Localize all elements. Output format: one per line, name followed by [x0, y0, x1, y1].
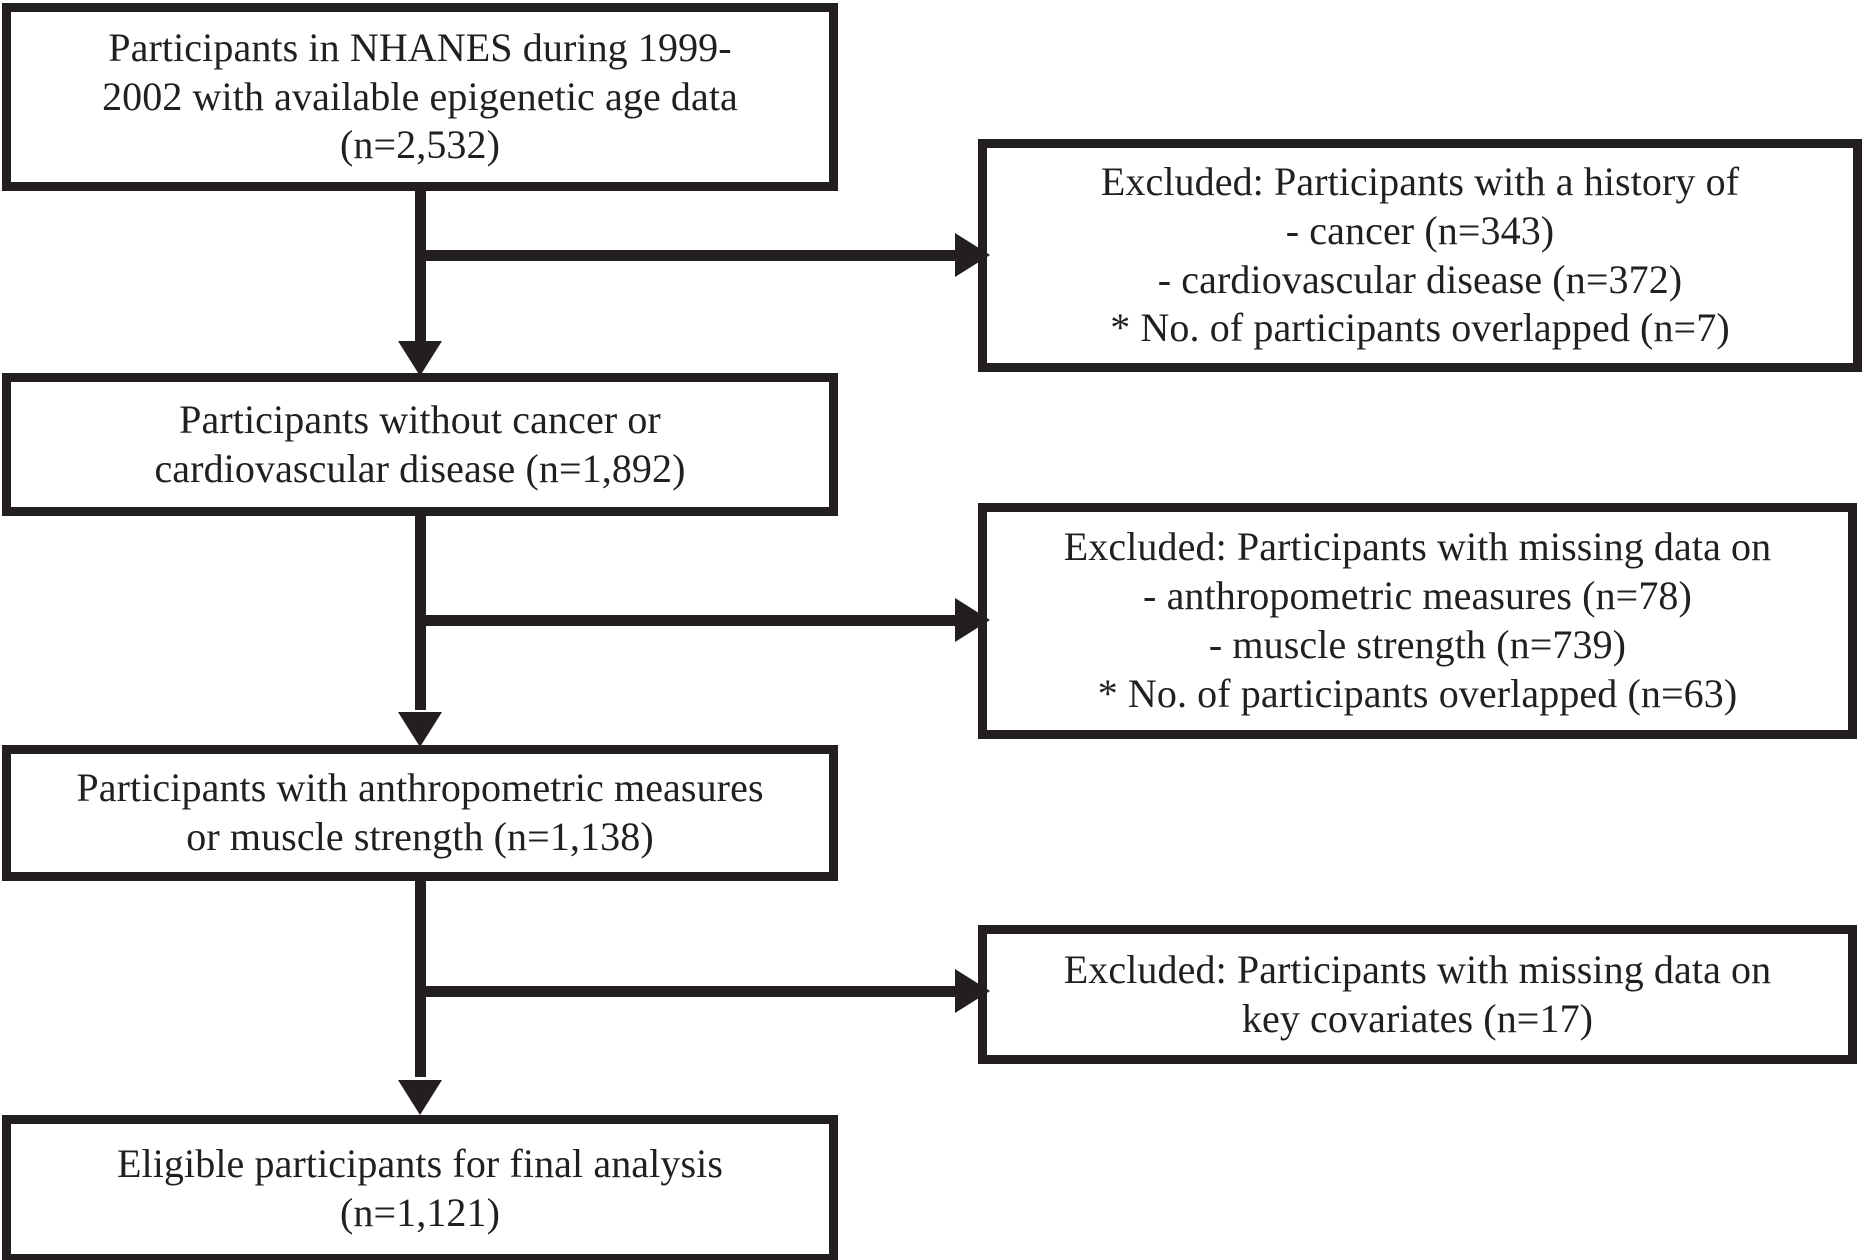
exclusion-box-1-label: Excluded: Participants with a history of…: [1100, 158, 1740, 351]
connector-2-arrow-down-icon: [398, 712, 442, 747]
connector-2-arrow-right-icon: [955, 598, 990, 642]
connector-2-branch-horizontal-line: [415, 615, 963, 626]
connector-3-vertical-line: [415, 881, 426, 1077]
connector-3-arrow-right-icon: [955, 969, 990, 1013]
flow-box-measures-label: Participants with anthropometric measure…: [76, 765, 764, 859]
connector-1-arrow-down-icon: [398, 341, 442, 376]
flow-box-final: Eligible participants for final analysis…: [2, 1115, 838, 1260]
exclusion-box-3-label: Excluded: Participants with missing data…: [1063, 946, 1772, 1041]
connector-2-vertical-line: [415, 516, 426, 710]
connector-1-branch-horizontal-line: [415, 250, 963, 261]
exclusion-box-3: Excluded: Participants with missing data…: [978, 925, 1857, 1064]
exclusion-box-2: Excluded: Participants with missing data…: [978, 503, 1857, 739]
connector-3-branch-horizontal-line: [415, 986, 963, 997]
exclusion-box-2-label: Excluded: Participants with missing data…: [1063, 524, 1772, 716]
flow-box-enrolled: Participants in NHANES during 1999- 2002…: [2, 3, 838, 191]
flow-box-no-disease: Participants without cancer or cardiovas…: [2, 373, 838, 516]
connector-1-vertical-line: [415, 191, 426, 346]
flow-box-no-disease-label: Participants without cancer or cardiovas…: [154, 396, 686, 491]
flow-box-enrolled-label: Participants in NHANES during 1999- 2002…: [102, 24, 738, 168]
connector-3-arrow-down-icon: [398, 1080, 442, 1115]
connector-1-arrow-right-icon: [955, 233, 990, 277]
flow-box-final-label: Eligible participants for final analysis…: [116, 1141, 724, 1235]
flow-box-measures: Participants with anthropometric measure…: [2, 745, 838, 881]
exclusion-box-1: Excluded: Participants with a history of…: [978, 139, 1862, 372]
